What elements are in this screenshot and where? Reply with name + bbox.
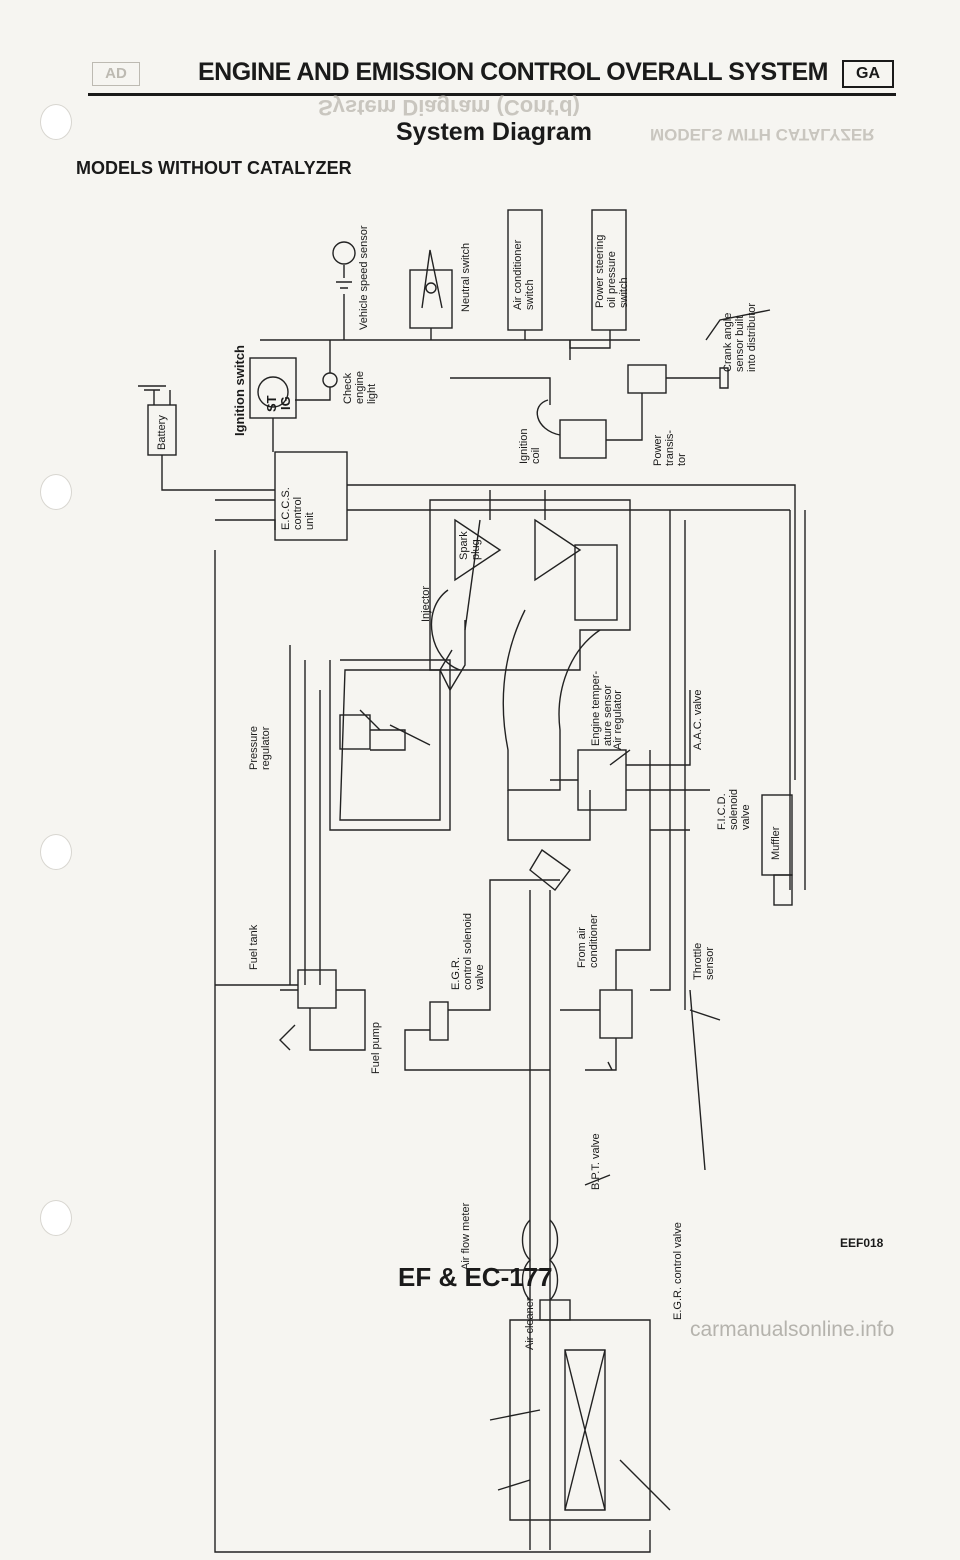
header-rule <box>88 93 896 96</box>
label-air-regulator: Air regulator <box>612 690 624 750</box>
page-badge: GA <box>842 60 894 88</box>
system-diagram: Vehicle speed sensor Neutral switch Air … <box>130 190 830 1560</box>
label-muffler: Muffler <box>770 826 782 860</box>
label-eccs-control-unit: E.C.C.S. control unit <box>280 487 316 530</box>
punch-hole-3 <box>40 834 72 870</box>
header-title: ENGINE AND EMISSION CONTROL OVERALL SYST… <box>198 58 829 86</box>
label-st: ST <box>264 395 279 412</box>
label-ficd-solenoid-valve: F.I.C.D. solenoid valve <box>716 789 752 830</box>
label-aac-valve: A.A.C. valve <box>692 689 704 750</box>
label-throttle-sensor: Throttle sensor <box>692 942 716 980</box>
section-title: System Diagram <box>396 118 592 146</box>
label-spark-plug: Spark plug <box>458 531 482 560</box>
label-fuel-pump: Fuel pump <box>370 1022 382 1074</box>
figure-code: EEF018 <box>840 1236 884 1250</box>
label-air-flow-meter: Air flow meter <box>460 1202 472 1270</box>
section-badge: AD <box>92 62 140 86</box>
label-bpt-valve: B.P.T. valve <box>590 1133 602 1190</box>
show-through-title: System Diagram (Cont'd) <box>318 95 580 120</box>
punch-hole-2 <box>40 474 72 510</box>
label-power-transistor: Power transis- tor <box>652 429 688 466</box>
punch-hole-4 <box>40 1200 72 1236</box>
label-check-engine-light: Check engine light <box>342 370 378 404</box>
show-through-heading: MODELS WITH CATALYZER <box>650 125 875 144</box>
page-number: EF & EC-177 <box>398 1262 553 1292</box>
label-air-conditioner-switch: Air conditioner switch <box>512 239 536 310</box>
label-neutral-switch: Neutral switch <box>460 242 472 312</box>
label-pressure-regulator: Pressure regulator <box>248 725 272 770</box>
label-power-steering-switch: Power steering oil pressure switch <box>594 234 630 308</box>
label-crank-angle-sensor: Crank angle sensor built into distributo… <box>722 302 758 372</box>
label-fuel-tank: Fuel tank <box>248 924 260 970</box>
punch-hole-1 <box>40 104 72 140</box>
label-from-air-conditioner: From air conditioner <box>576 914 600 968</box>
label-egr-control-valve: E.G.R. control valve <box>672 1222 684 1320</box>
label-air-cleaner: Air cleaner <box>524 1297 536 1350</box>
label-egr-control-solenoid-valve: E.G.R. control solenoid valve <box>450 912 486 990</box>
label-engine-temperature-sensor: Engine temper- ature sensor <box>590 670 614 746</box>
sub-heading: MODELS WITHOUT CATALYZER <box>76 158 352 178</box>
label-vehicle-speed-sensor: Vehicle speed sensor <box>358 225 370 330</box>
page-header: AD ENGINE AND EMISSION CONTROL OVERALL S… <box>88 58 896 92</box>
label-ig: IG <box>278 396 293 410</box>
watermark: carmanualsonline.info <box>690 1318 895 1341</box>
label-injector: Injector <box>420 585 432 622</box>
label-battery: Battery <box>156 415 168 450</box>
label-ignition-coil: Ignition coil <box>518 428 542 464</box>
label-ignition-switch: Ignition switch <box>232 345 247 436</box>
